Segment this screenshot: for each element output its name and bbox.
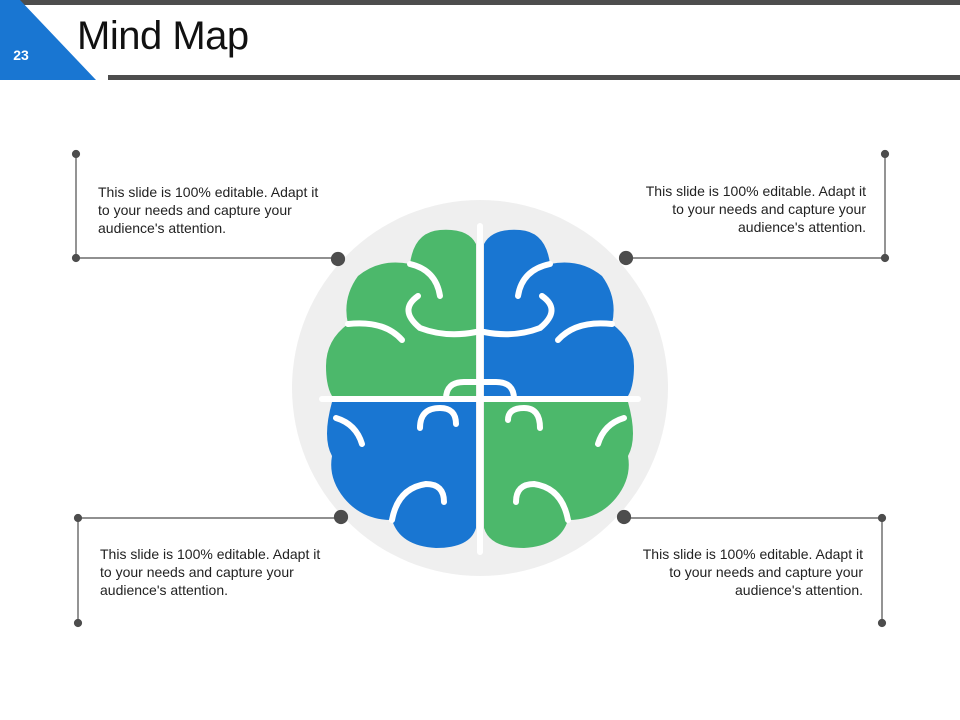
brain-puzzle-icon	[319, 223, 641, 555]
brain-quadrant-top-left	[326, 229, 476, 396]
callout-text-bottom-left: This slide is 100% editable. Adapt it to…	[100, 546, 321, 598]
brain-quadrant-bottom-left	[327, 402, 476, 548]
slide-number-tab	[0, 0, 96, 80]
brain-quadrant-top-right	[484, 229, 634, 396]
connector-top-right	[618, 149, 890, 266]
top-rule	[20, 0, 960, 5]
callout-text-bottom-right: This slide is 100% editable. Adapt it to…	[642, 546, 863, 598]
brain-quadrant-bottom-right	[484, 402, 633, 548]
connector-bottom-left	[73, 509, 349, 628]
callout-text-top-left: This slide is 100% editable. Adapt it to…	[98, 184, 319, 236]
slide-number: 23	[13, 47, 29, 63]
callout-text-top-right: This slide is 100% editable. Adapt it to…	[645, 183, 866, 235]
connector-bottom-right	[616, 509, 887, 628]
page-title: Mind Map	[77, 14, 249, 58]
title-rule	[108, 75, 960, 80]
connector-top-left	[71, 149, 346, 267]
